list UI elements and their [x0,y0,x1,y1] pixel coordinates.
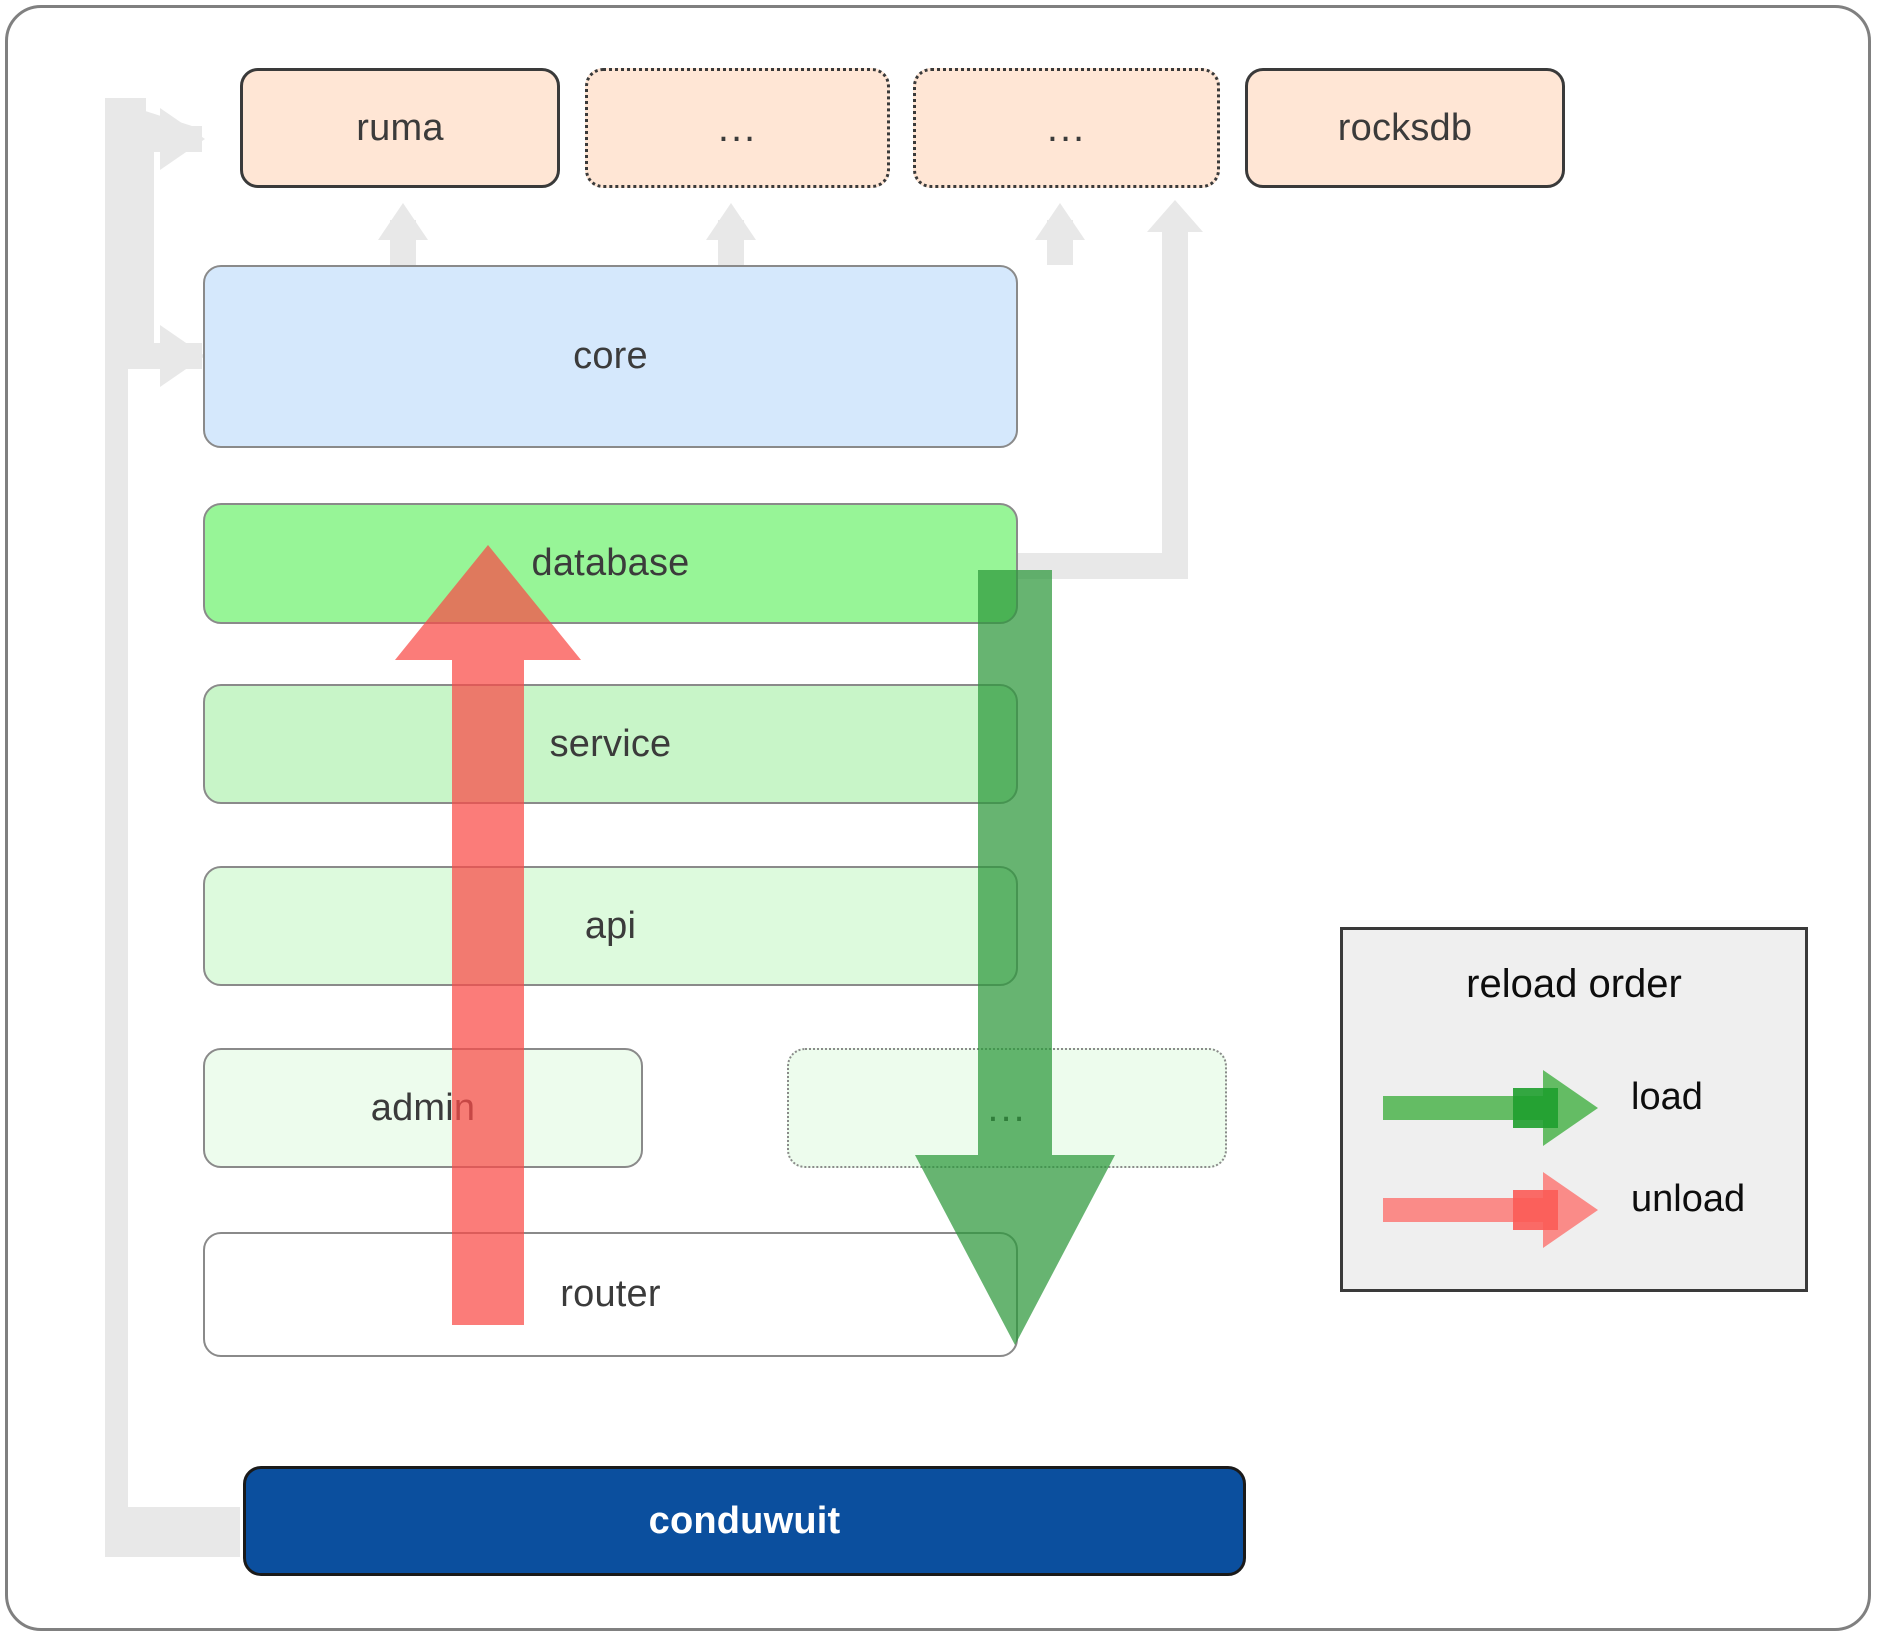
layer-label-other: ... [987,1086,1027,1130]
layer-label-core: core [573,335,648,377]
legend-row-unload: unload [1343,1170,1805,1250]
layer-label-service: service [549,722,672,765]
dep-box-other-2[interactable]: ... [913,68,1220,188]
diagram-frame [5,5,1871,1631]
layer-box-database[interactable]: database [203,503,1018,624]
dep-label-ruma: ruma [356,106,444,149]
legend-unload-arrow-icon [1383,1172,1598,1248]
dep-label-other-2: ... [1046,106,1087,150]
legend-box: reload order load unload [1340,927,1808,1292]
dep-box-ruma[interactable]: ruma [240,68,560,188]
legend-title: reload order [1466,962,1682,1006]
layer-label-api: api [584,904,637,947]
legend-row-load: load [1343,1068,1805,1148]
dep-label-other-1: ... [717,106,758,150]
layer-box-other[interactable]: ... [787,1048,1227,1168]
layer-box-router[interactable]: router [203,1232,1018,1357]
layer-box-api[interactable]: api [203,866,1018,986]
app-box-conduwuit[interactable]: conduwuit [243,1466,1246,1576]
legend-label-load: load [1631,1076,1703,1118]
dep-box-rocksdb[interactable]: rocksdb [1245,68,1565,188]
layer-label-router: router [560,1273,661,1315]
dep-box-other-1[interactable]: ... [585,68,890,188]
layer-box-service[interactable]: service [203,684,1018,804]
legend-label-unload: unload [1631,1178,1746,1220]
layer-box-admin[interactable]: admin [203,1048,643,1168]
dep-label-rocksdb: rocksdb [1337,106,1473,149]
legend-load-arrow-icon [1383,1070,1598,1146]
layer-label-database: database [531,542,690,584]
layer-box-core[interactable]: core [203,265,1018,448]
layer-label-admin: admin [370,1086,476,1129]
app-label-conduwuit: conduwuit [648,1499,841,1542]
